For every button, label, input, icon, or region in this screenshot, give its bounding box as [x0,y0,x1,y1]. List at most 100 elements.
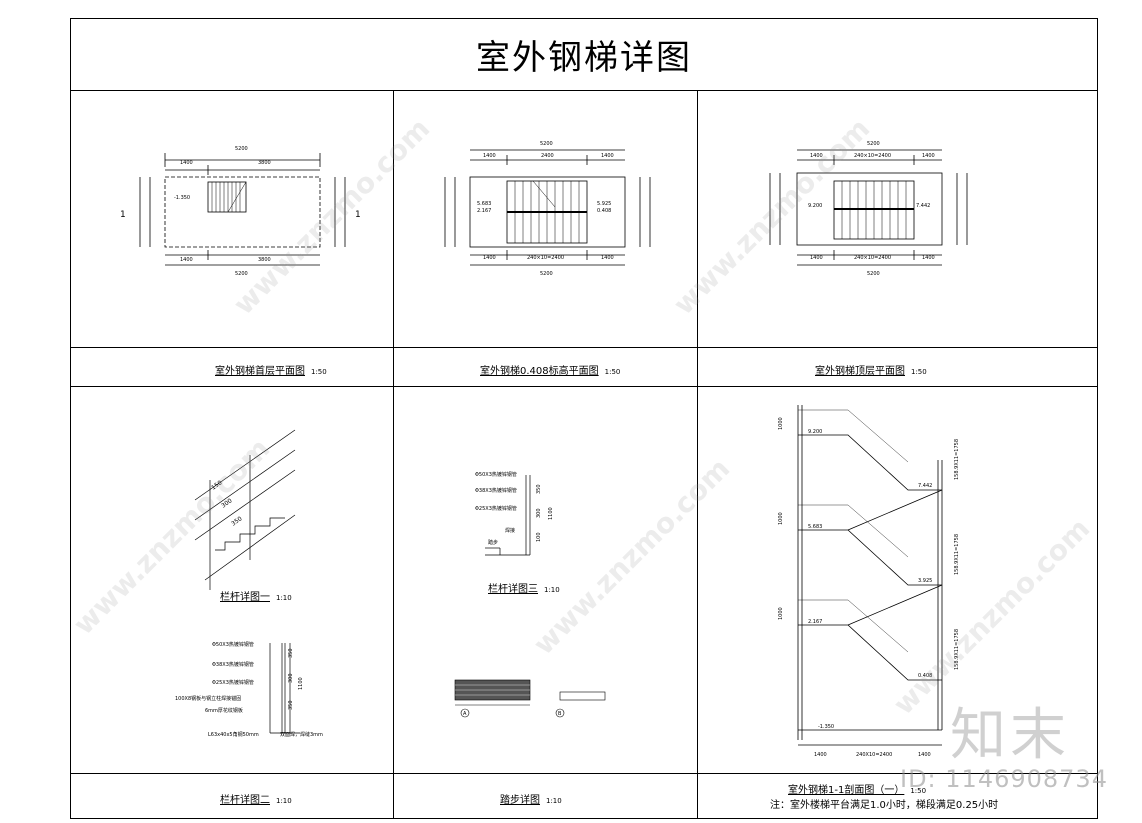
rail2-label: Φ50X3热镀锌钢管 [212,641,254,648]
level-label: 9.200 [808,429,822,435]
dim-left: 1400 [180,160,193,166]
tread-drawing: A B [454,679,606,718]
caption-rail1: 栏杆详图一 1:10 [220,588,292,603]
dim-mid-bottom: 240×10=2400 [854,255,891,261]
caption-scale: 1:50 [311,368,327,376]
grid-line [70,90,1098,91]
dim-label: 350 [288,700,294,710]
dim-right-bottom: 3800 [258,257,271,263]
dim-label: 350 [536,484,542,494]
dim-right-bottom: 1400 [922,255,935,261]
dim-label: 1100 [298,677,304,690]
rail2-label: 双面焊，焊缝3mm [280,731,323,738]
right-dim: 158.9X11=1758 [954,534,960,575]
drawing-title: 室外钢梯详图 [476,37,692,78]
marker-b-label: B [558,711,562,717]
dim-right-bottom: 1400 [601,255,614,261]
dim-bottom: 1400 [918,752,931,758]
caption-scale: 1:10 [276,594,292,602]
rail3-drawing: Φ50X3热镀锌钢管 Φ38X3热镀锌钢管 Φ25X3热镀锌钢管 焊接 踏步 3… [475,471,554,556]
level-label: 5.925 [597,201,611,207]
rail2-label: 6mm厚花纹钢板 [205,707,243,714]
level-label: 2.167 [477,208,491,214]
brand-logo: 知末 [950,703,1070,768]
side-dim: 1000 [778,417,784,430]
level-label: -1.350 [174,195,190,201]
dim-label: 100 [536,532,542,542]
dim-label: 300 [536,508,542,518]
caption-text: 栏杆详图二 [220,795,270,806]
caption-scale: 1:10 [546,797,562,805]
dim-mid-bottom: 240×10=2400 [527,255,564,261]
plan-mid-drawing: 5200 1400 2400 1400 1400 240×10=2400 140… [444,141,651,277]
section-drawing: 9.200 7.442 5.683 3.925 2.167 0.408 -1.3… [778,405,960,758]
dim-total-bottom: 5200 [867,271,880,277]
dim-mid: 240×10=2400 [854,153,891,159]
dim-total: 5200 [235,146,248,152]
rail2-drawing: Φ50X3热镀锌钢管 Φ38X3热镀锌钢管 Φ25X3热镀锌钢管 100X8钢板… [175,641,323,738]
tread-marker-b [555,708,565,718]
dim-label: 350 [288,648,294,658]
dim-total-bottom: 5200 [235,271,248,277]
dim-total-bottom: 5200 [540,271,553,277]
dim-total: 5200 [867,141,880,147]
level-label: 9.200 [808,203,822,209]
side-dim: 1000 [778,512,784,525]
dim-label: 1100 [548,507,554,520]
level-label: 7.442 [918,483,932,489]
plan-top-drawing: 5200 1400 240×10=2400 1400 1400 240×10=2… [769,141,968,277]
rail2-label: Φ38X3热镀锌钢管 [212,661,254,668]
dim-left-bottom: 1400 [483,255,496,261]
grid-line [70,386,1098,387]
section-mark: 1 [355,210,361,220]
rail2-label: 100X8钢板与钢立柱焊接锚固 [175,695,241,702]
dim-left: 1400 [483,153,496,159]
rail3-label: Φ38X3热镀锌钢管 [475,487,517,494]
level-label: 5.683 [808,524,822,530]
caption-scale: 1:50 [910,787,927,795]
grid-line [697,90,698,819]
plan-ground-drawing: 5200 1400 3800 1400 3800 5200 -1.350 1 1 [120,146,361,277]
dim-right: 1400 [601,153,614,159]
right-dim: 158.9X11=1758 [954,629,960,670]
dim-total: 5200 [540,141,553,147]
dim-label: 300 [220,497,234,509]
dim-label: 300 [288,673,294,683]
caption-text: 室外钢梯1-1剖面图（一） [788,785,905,796]
grid-line [393,90,394,819]
caption-section: 室外钢梯1-1剖面图（一） 1:50 [788,781,926,796]
caption-text: 室外钢梯0.408标高平面图 [480,366,599,377]
caption-rail2: 栏杆详图二 1:10 [220,791,292,806]
caption-scale: 1:50 [911,368,927,376]
caption-text: 栏杆详图一 [220,592,270,603]
marker-a-label: A [463,711,467,717]
dim-right: 1400 [922,153,935,159]
caption-scale: 1:10 [276,797,292,805]
grid-line [70,773,1098,774]
level-label: 3.925 [918,578,932,584]
level-label: 0.408 [597,208,611,214]
dim-left: 1400 [810,153,823,159]
rail3-label: Φ25X3热镀锌钢管 [475,505,517,512]
caption-text: 室外钢梯顶层平面图 [815,366,905,377]
caption-scale: 1:50 [604,368,621,376]
image-id: ID: 1146908734 [900,765,1108,793]
caption-plan-mid: 室外钢梯0.408标高平面图 1:50 [480,362,620,377]
level-label: -1.350 [818,724,834,730]
tread-marker-a [460,708,470,718]
dim-bottom: 240X10=2400 [856,752,892,758]
dim-bottom: 1400 [814,752,827,758]
rail1-drawing: 150 300 350 [194,429,296,590]
level-label: 2.167 [808,619,822,625]
section-note: 注：室外楼梯平台满足1.0小时，梯段满足0.25小时 [770,800,999,811]
rail3-label: 焊接 [505,527,515,534]
dim-label: 350 [230,515,244,527]
rail2-label: L63x40x5角钢50mm [208,731,259,738]
dim-left-bottom: 1400 [180,257,193,263]
level-label: 5.683 [477,201,491,207]
caption-plan-top: 室外钢梯顶层平面图 1:50 [815,362,927,377]
side-dim: 1000 [778,607,784,620]
grid-line [70,347,1098,348]
